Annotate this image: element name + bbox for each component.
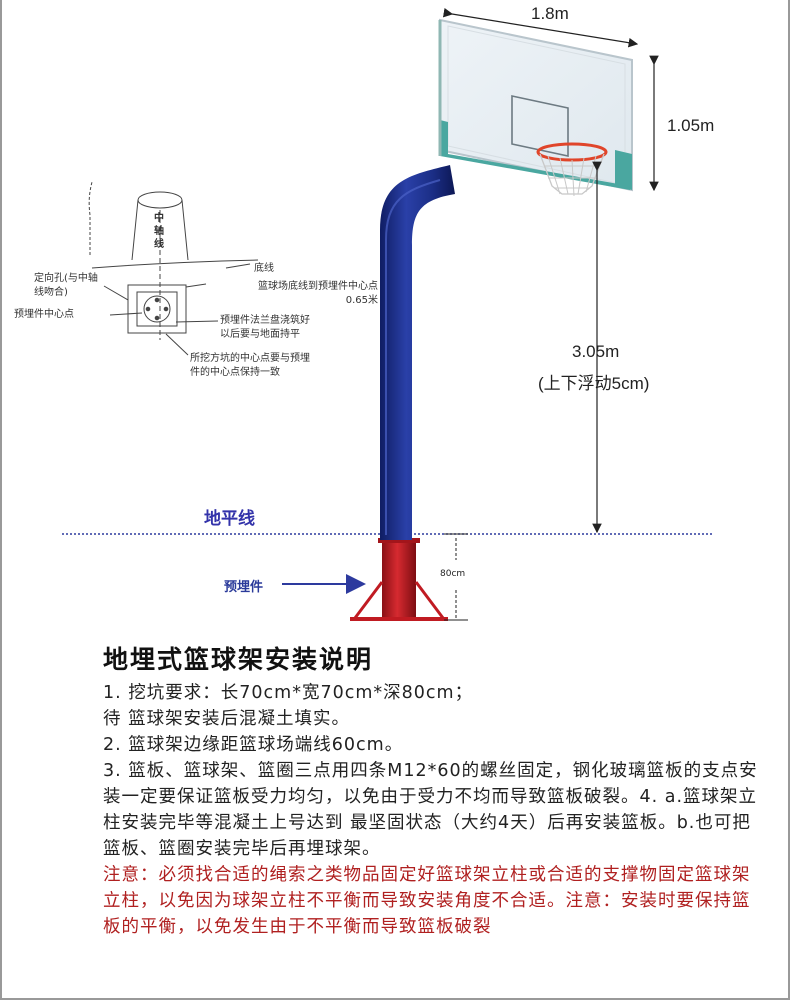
sketch-flange-note: 预埋件法兰盘浇筑好 以后要与地面持平 [220,315,310,340]
instructions-section: 地埋式篮球架安装说明 1. 挖坑要求：长70cm*宽70cm*深80cm； 待 … [103,644,763,940]
instruction-note: 注意：必须找合适的绳索之类物品固定好篮球架立柱或合适的支撑物固定篮球架立柱，以免… [103,865,751,937]
rim-height-label: 3.05m [572,342,620,361]
sketch-pit-center-note: 所挖方坑的中心点要与预埋 件的中心点保持一致 [190,353,310,378]
instruction-paragraph: 1. 挖坑要求：长70cm*宽70cm*深80cm； [103,683,474,703]
diagram-art [62,7,712,621]
instructions-title: 地埋式篮球架安装说明 [103,645,374,674]
sketch-center-axis: 中 轴 线 [154,213,164,250]
embed-depth-label: 80cm [440,569,466,579]
sketch-court-to-center: 篮球场底线到预埋件中心点 0.65米 [258,281,378,306]
backboard-height-label: 1.05m [667,116,715,135]
pole [380,165,455,540]
embedded-part-label: 预埋件 [224,580,264,595]
instruction-paragraph: 3. 篮板、篮球架、篮圈三点用四条M12*60的螺丝固定，钢化玻璃篮板的支点安装… [103,761,758,859]
dimension-lines [442,7,659,621]
ground-line-label: 地平线 [204,509,255,529]
installation-sketch [88,181,259,356]
instruction-paragraph: 2. 篮球架边缘距篮球场端线60cm。 [103,735,404,755]
sketch-base-line: 底线 [254,263,274,274]
instruction-paragraph: 待 篮球架安装后混凝土填实。 [103,709,351,729]
embedded-part [350,538,448,621]
sketch-embed-center: 预埋件中心点 [14,309,74,320]
sketch-positioning-hole: 定向孔(与中轴 线吻合) [34,273,98,298]
backboard [438,18,633,192]
rim-height-note: (上下浮动5cm) [538,374,650,393]
width-dimension-label: 1.8m [531,4,569,23]
